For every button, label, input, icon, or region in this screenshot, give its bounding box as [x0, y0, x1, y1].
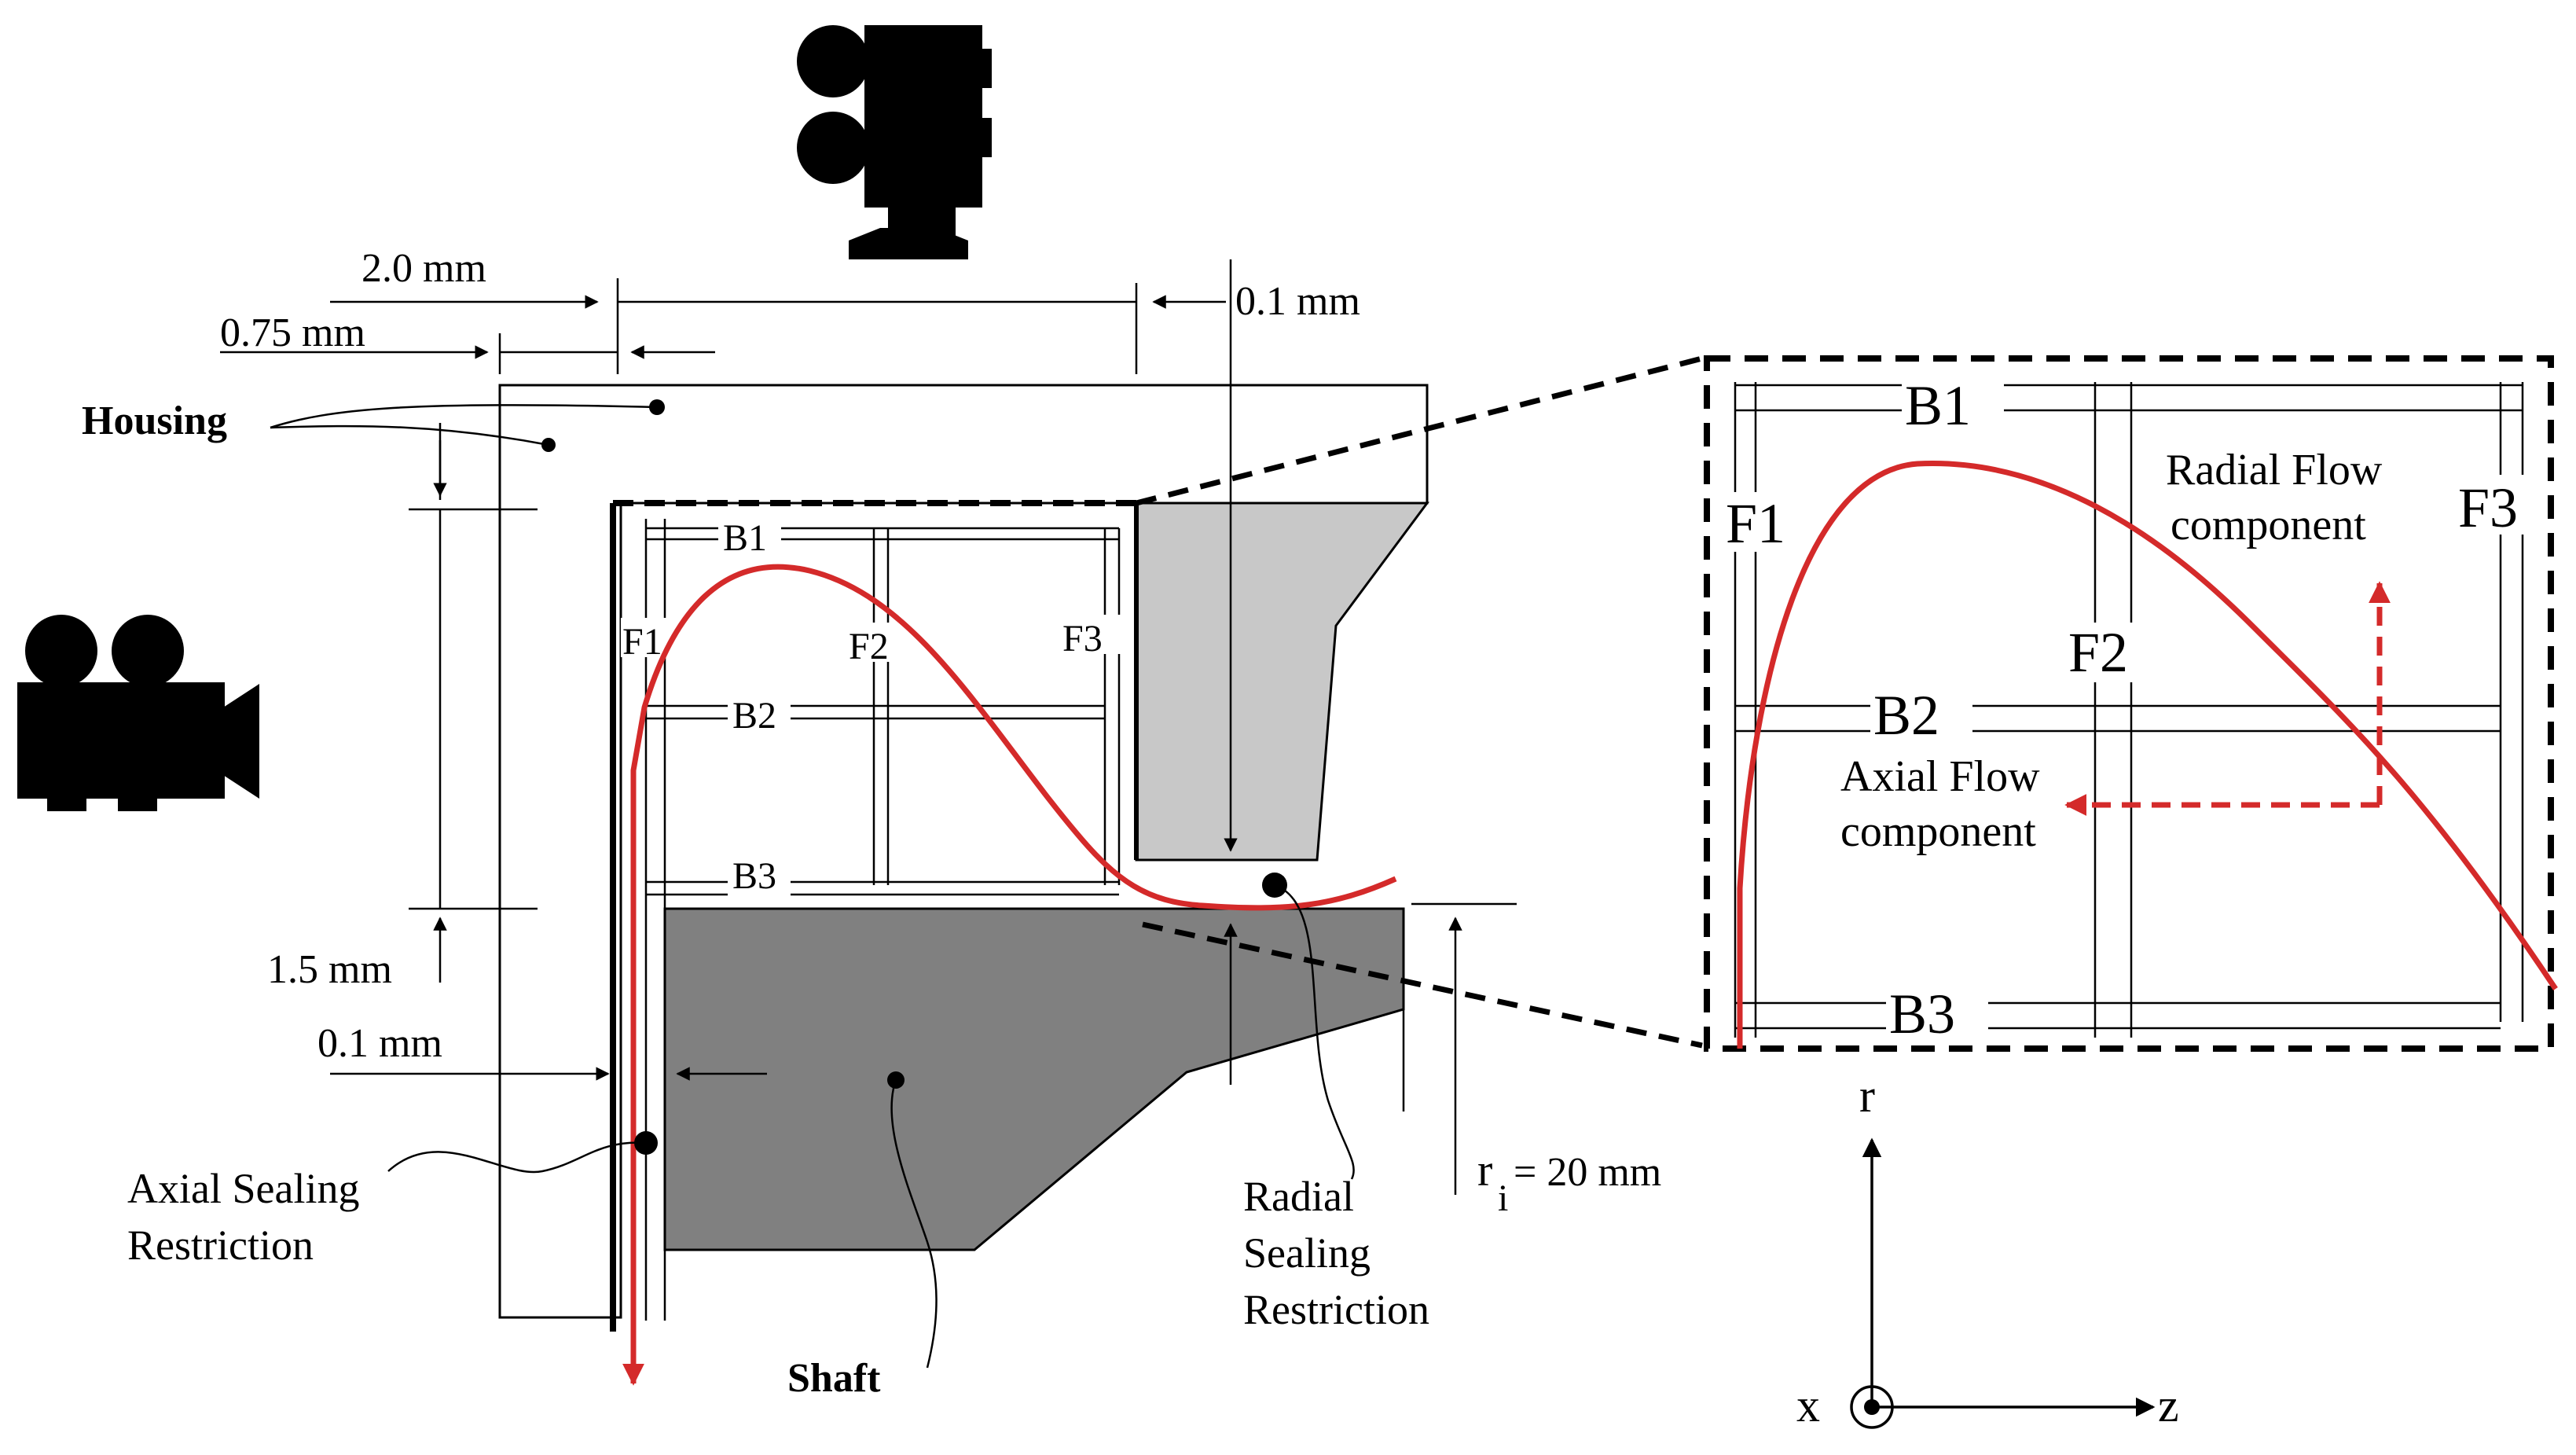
main-plane-labels: B1 B2 B3 F1 F2 F3 — [621, 513, 1121, 897]
dim-2-0: 2.0 mm — [361, 246, 486, 291]
dim-ri-sub: i — [1498, 1178, 1508, 1219]
dim-ri-main: r — [1477, 1145, 1492, 1196]
label-radial-3: Restriction — [1243, 1286, 1429, 1333]
axis-r-label: r — [1859, 1070, 1875, 1122]
dim-ri-value: = 20 mm — [1514, 1150, 1661, 1195]
zoom-label-b2: B2 — [1873, 684, 1939, 747]
coordinate-axes — [1850, 1137, 2156, 1429]
zoom-source-box — [610, 500, 1139, 1332]
axis-z-label: z — [2158, 1380, 2179, 1431]
camera-top-icon — [797, 25, 992, 259]
main-label-b3: B3 — [732, 855, 776, 897]
label-radial-2: Sealing — [1243, 1229, 1371, 1277]
camera-side-icon — [17, 615, 259, 811]
flow-components — [2064, 581, 2391, 816]
dim-0-75: 0.75 mm — [220, 310, 365, 355]
housing-insert — [1135, 502, 1429, 862]
main-label-b1: B1 — [723, 517, 767, 559]
zoom-connectors — [1136, 355, 1703, 1049]
axis-x-label: x — [1796, 1380, 1820, 1431]
dim-0-1-top: 0.1 mm — [1235, 279, 1360, 324]
flow-curve-main — [622, 564, 1397, 1386]
axial-flow-line2: component — [1840, 807, 2036, 856]
main-label-f2: F2 — [849, 626, 889, 667]
main-label-f1: F1 — [622, 621, 662, 663]
zoom-box — [1704, 355, 2554, 1052]
label-radial-1: Radial — [1243, 1173, 1354, 1220]
zoom-plane-lines — [1734, 382, 2524, 1038]
zoom-label-b3: B3 — [1889, 983, 1955, 1045]
flow-curve-zoom — [1737, 461, 2558, 1049]
label-axial-1: Axial Sealing — [127, 1165, 359, 1212]
part-labels: Housing Shaft Axial Sealing Restriction … — [82, 399, 1429, 1401]
component-labels: Radial Flow component Axial Flow compone… — [1840, 446, 2383, 856]
main-label-b2: B2 — [732, 695, 776, 737]
axis-labels: r z x — [1796, 1070, 2179, 1431]
label-axial-2: Restriction — [127, 1222, 314, 1269]
label-shaft: Shaft — [787, 1356, 881, 1401]
zoom-label-f3: F3 — [2458, 476, 2518, 539]
zoom-plane-labels: B1 B2 B3 F1 F2 F3 — [1723, 373, 2541, 1045]
label-housing: Housing — [82, 399, 227, 443]
axial-flow-line1: Axial Flow — [1840, 752, 2040, 801]
zoom-label-f2: F2 — [2068, 621, 2128, 684]
main-label-f3: F3 — [1062, 618, 1103, 660]
zoom-label-b1: B1 — [1905, 374, 1971, 437]
radial-flow-line2: component — [2171, 501, 2366, 549]
zoom-label-f1: F1 — [1726, 492, 1785, 555]
radial-flow-line1: Radial Flow — [2166, 446, 2383, 494]
leader-lines — [270, 404, 1355, 1369]
dim-0-1-left: 0.1 mm — [317, 1021, 442, 1066]
dim-1-5: 1.5 mm — [267, 947, 392, 992]
dimension-lines — [220, 259, 1517, 1195]
dimension-labels: 2.0 mm 0.75 mm 0.1 mm 1.5 mm 0.1 mm r i … — [220, 246, 1661, 1219]
axis-x-dot — [1864, 1399, 1880, 1415]
